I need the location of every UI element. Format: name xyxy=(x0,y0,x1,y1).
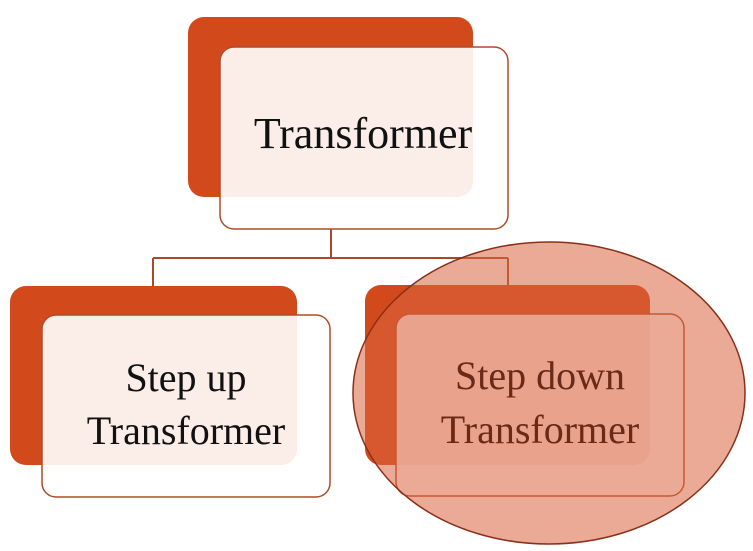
node-root[interactable]: Transformer xyxy=(188,17,509,230)
node-root-label: Transformer xyxy=(254,109,473,158)
node-step-up-label-line2: Transformer xyxy=(87,408,286,453)
node-step-down-label-line1: Step down xyxy=(455,353,625,398)
node-step-up-label-line1: Step up xyxy=(125,355,246,400)
node-root-box xyxy=(219,46,509,230)
node-step-down-labels: Step down Transformer xyxy=(441,353,640,452)
node-step-up[interactable]: Step up Transformer xyxy=(10,286,331,498)
node-step-up-box xyxy=(41,314,331,498)
highlight-ellipse xyxy=(352,241,746,545)
node-step-down-label-line2: Transformer xyxy=(441,407,640,452)
